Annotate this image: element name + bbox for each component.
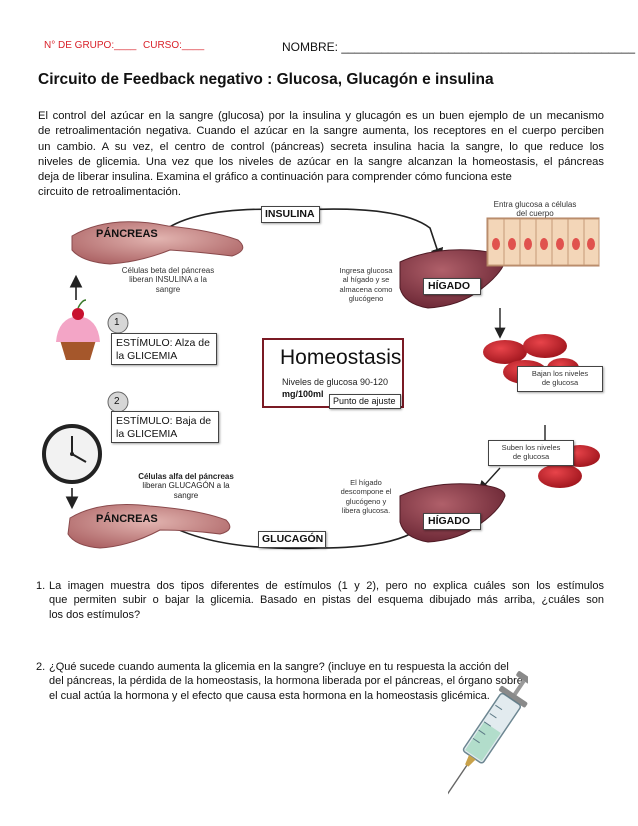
pancreas-top-illustration xyxy=(71,221,244,265)
note-line: sangre xyxy=(173,490,199,500)
suben-niveles-box: Suben los niveles de glucosa xyxy=(488,440,574,466)
note-line: almacena como xyxy=(339,284,393,294)
punto-ajuste-box: Punto de ajuste xyxy=(329,394,401,409)
alpha-cells-note: Células alfa del páncreas liberan GLUCAG… xyxy=(128,472,244,500)
note-line: Entra glucosa a células xyxy=(493,200,577,209)
cupcake-icon xyxy=(56,299,100,360)
clock-icon xyxy=(42,424,102,484)
stimulus1-box: ESTÍMULO: Alza de la GLICEMIA xyxy=(111,333,217,365)
beta-cells-note: Células beta del páncreas liberan INSULI… xyxy=(110,266,226,294)
note-line: glucógeno xyxy=(348,294,384,304)
stimulus1-number: 1 xyxy=(114,317,120,328)
pancreas-top-label: PÁNCREAS xyxy=(96,228,158,240)
note-line: Bajan los niveles xyxy=(531,369,589,378)
course-label: CURSO:____ xyxy=(143,40,205,51)
question-line: del páncreas, la pérdida de la homeostas… xyxy=(49,675,523,688)
punto-ajuste-label: Punto de ajuste xyxy=(333,396,396,406)
stimulus-line: ESTÍMULO: Baja de xyxy=(116,415,212,427)
note-line: Células alfa del páncreas xyxy=(138,472,234,481)
higado-bottom-box: HÍGADO xyxy=(423,513,481,530)
intro-line: niveles de glicemia. Una vez que los niv… xyxy=(38,155,604,168)
higado-top-box: HÍGADO xyxy=(423,278,481,295)
intro-line: circuito de retroalimentación. xyxy=(38,186,182,199)
question-number: 1. xyxy=(36,580,46,592)
question-text: ¿Qué sucede cuando aumenta la glicemia e… xyxy=(49,660,604,703)
liver-break-note: El hígado descompone el glucógeno y libe… xyxy=(332,478,400,516)
question-line: los dos estímulos? xyxy=(49,608,141,621)
insulina-label-box: INSULINA xyxy=(261,206,320,223)
question-line: que permiten subir o bajar la glicemia. … xyxy=(49,594,604,607)
stimulus2-box: ESTÍMULO: Baja de la GLICEMIA xyxy=(111,411,219,443)
higado-bottom-label: HÍGADO xyxy=(428,515,470,527)
glucagon-label: GLUCAGÓN xyxy=(262,533,324,545)
niveles-text: Niveles de glucosa 90-120 xyxy=(282,377,389,387)
bajan-niveles-note: Bajan los niveles de glucosa xyxy=(518,369,602,388)
note-line: Células beta del páncreas xyxy=(121,266,215,275)
question-1: 1. La imagen muestra dos tipos diferente… xyxy=(36,579,604,625)
stimulus2-number: 2 xyxy=(114,396,120,407)
note-line: glucógeno y xyxy=(345,496,387,506)
question-2: 2. ¿Qué sucede cuando aumenta la glicemi… xyxy=(36,660,604,706)
note-line: liberan GLUCAGÓN a la xyxy=(142,481,230,491)
question-text: La imagen muestra dos tipos diferentes d… xyxy=(49,579,604,622)
note-line: Ingresa glucosa xyxy=(339,266,393,275)
higado-top-label: HÍGADO xyxy=(428,280,470,292)
note-line: descompone el xyxy=(340,487,392,497)
stimulus2-text: ESTÍMULO: Baja de la GLICEMIA xyxy=(116,415,211,440)
group-number-label: N° DE GRUPO:____ xyxy=(44,40,137,51)
homeostasis-title: Homeostasis xyxy=(280,346,402,369)
question-line: La imagen muestra dos tipos diferentes d… xyxy=(49,580,604,592)
bajan-niveles-box: Bajan los niveles de glucosa xyxy=(517,366,603,392)
note-line: de glucosa xyxy=(541,378,579,388)
liver-store-note: Ingresa glucosa al hígado y se almacena … xyxy=(332,266,400,304)
stimulus-line: la GLICEMIA xyxy=(116,349,178,362)
note-line: Suben los niveles xyxy=(501,443,561,452)
intro-paragraph: El control del azúcar en la sangre (gluc… xyxy=(38,109,604,201)
note-line: del cuerpo xyxy=(516,209,554,219)
page-title: Circuito de Feedback negativo : Glucosa,… xyxy=(38,71,494,88)
body-cells-illustration xyxy=(486,217,600,267)
note-line: sangre xyxy=(155,284,181,294)
intro-line: El control del azúcar en la sangre (gluc… xyxy=(38,110,604,122)
note-line: al hígado y se xyxy=(342,275,390,285)
note-line: liberan INSULINA a la xyxy=(129,275,207,285)
student-name-field[interactable]: NOMBRE: ________________________________… xyxy=(282,40,635,54)
glucagon-label-box: GLUCAGÓN xyxy=(258,531,326,548)
question-line: ¿Qué sucede cuando aumenta la glicemia e… xyxy=(49,661,509,673)
stimulus1-text: ESTÍMULO: Alza de la GLICEMIA xyxy=(116,337,210,362)
intro-line: deja de liberar insulina. Examina el grá… xyxy=(38,171,512,184)
note-line: El hígado xyxy=(350,478,382,487)
intro-line: de retroalimentación negativa. Cuando el… xyxy=(38,125,604,138)
pancreas-bottom-label: PÁNCREAS xyxy=(96,513,158,525)
entra-glucosa-note: Entra glucosa a células del cuerpo xyxy=(476,200,594,219)
unit-text: mg/100ml xyxy=(282,389,324,399)
note-line: de glucosa xyxy=(512,452,550,462)
intro-line: un cambio. A su vez, el centro de contro… xyxy=(38,140,604,153)
stimulus-line: la GLICEMIA xyxy=(116,427,178,440)
pancreas-bottom-illustration xyxy=(67,504,231,549)
syringe-icon xyxy=(448,671,528,796)
suben-niveles-note: Suben los niveles de glucosa xyxy=(489,443,573,462)
note-line: libera glucosa. xyxy=(341,506,391,516)
question-number: 2. xyxy=(36,661,46,673)
stimulus-line: ESTÍMULO: Alza de xyxy=(116,337,210,349)
insulina-label: INSULINA xyxy=(265,208,315,220)
question-line: el cual actúa la hormona y el efecto que… xyxy=(49,689,490,702)
